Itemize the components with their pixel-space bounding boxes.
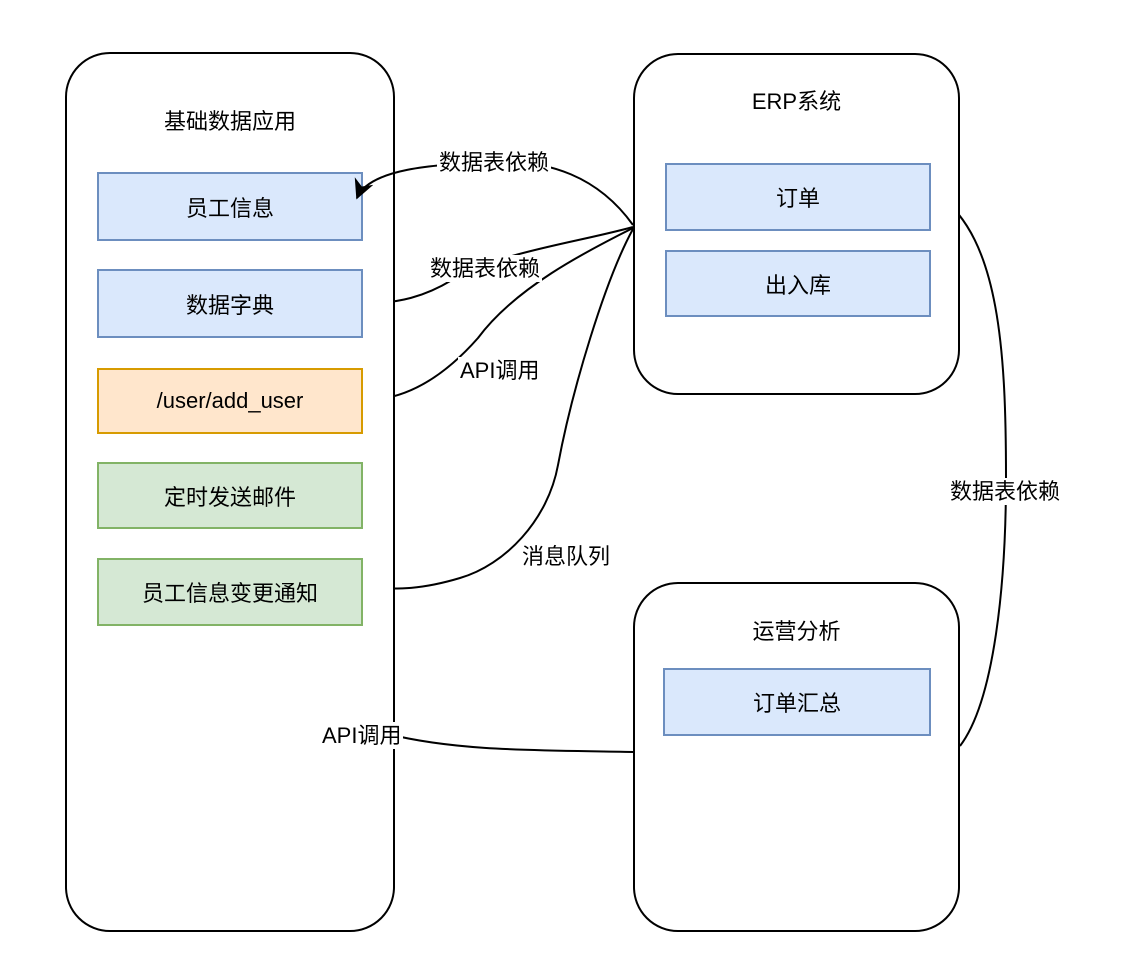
edge-label-table-dependency-3: 数据表依赖 bbox=[948, 478, 1063, 505]
edge-label-message-queue: 消息队列 bbox=[520, 543, 613, 570]
edge-label-table-dependency-2: 数据表依赖 bbox=[428, 255, 543, 282]
container-erp-system-title: ERP系统 bbox=[751, 89, 842, 114]
edge-label-api-call-2: API调用 bbox=[320, 722, 404, 749]
edge-label-table-dependency-1: 数据表依赖 bbox=[437, 149, 552, 176]
container-base-data-app-title: 基础数据应用 bbox=[163, 109, 296, 134]
container-ops-analysis-title: 运营分析 bbox=[752, 619, 841, 644]
container-ops-analysis bbox=[633, 582, 960, 932]
edge-label-api-call-1: API调用 bbox=[458, 357, 542, 384]
node-orders: 订单 bbox=[665, 163, 931, 231]
node-inout-warehouse: 出入库 bbox=[665, 250, 931, 317]
node-data-dictionary: 数据字典 bbox=[97, 269, 363, 338]
node-order-summary: 订单汇总 bbox=[663, 668, 931, 736]
node-add-user-api: /user/add_user bbox=[97, 368, 363, 434]
